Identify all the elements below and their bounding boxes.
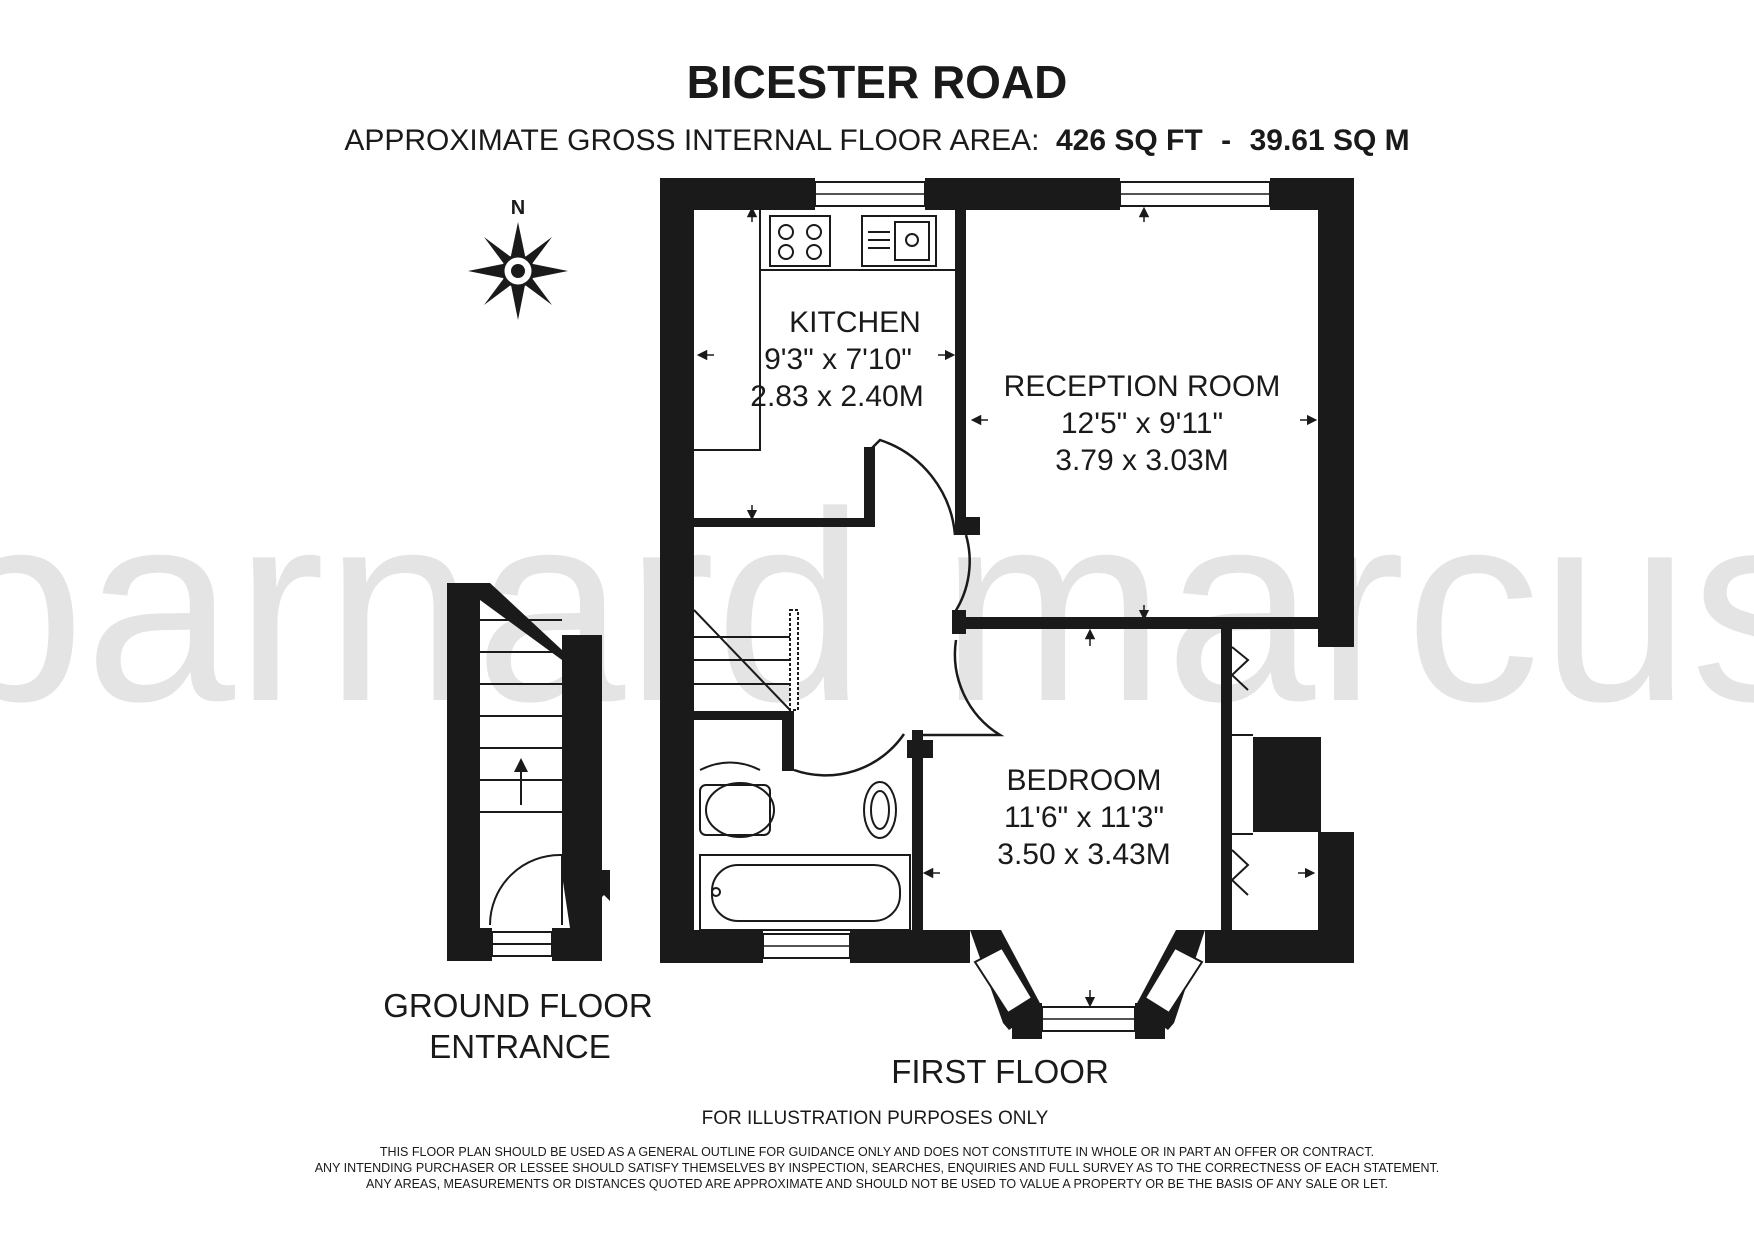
room-bedroom: BEDROOM 11'6" x 11'3" 3.50 x 3.43M [997, 764, 1170, 871]
hob-icon [769, 215, 831, 267]
disclaimer-line: ANY AREAS, MEASUREMENTS OR DISTANCES QUO… [366, 1177, 1388, 1191]
bath-icon [699, 854, 911, 931]
room-reception: RECEPTION ROOM 12'5" x 9'11" 3.79 x 3.03… [1004, 370, 1281, 477]
first-floor-walls [660, 178, 1354, 1039]
floor-area-separator: - [1221, 124, 1231, 157]
sink-icon [861, 215, 937, 267]
doors [793, 438, 1005, 777]
compass-rose-icon: N [468, 197, 568, 320]
toilet-cistern-icon [699, 784, 771, 836]
ground-floor-stairs [480, 619, 563, 926]
bathroom-fittings [699, 761, 911, 931]
basin-icon [863, 781, 897, 839]
room-dimensions-imperial: 9'3" x 7'10" [764, 343, 912, 376]
first-floor-stairs [693, 609, 799, 711]
compass-north-label: N [511, 197, 525, 219]
room-name: RECEPTION ROOM [1004, 370, 1281, 403]
kitchen-fittings [694, 210, 955, 451]
entrance-arrow-icon [570, 870, 610, 909]
floor-area-sqft: 426 SQ FT [1056, 124, 1203, 157]
page-title: BICESTER ROAD [687, 56, 1068, 108]
room-dimensions-imperial: 12'5" x 9'11" [1061, 407, 1223, 440]
first-floor-label: FIRST FLOOR [891, 1053, 1109, 1090]
room-dimensions-metric: 3.50 x 3.43M [997, 838, 1170, 871]
room-dimensions-imperial: 11'6" x 11'3" [1004, 801, 1164, 834]
room-kitchen: KITCHEN 9'3" x 7'10" 2.83 x 2.40M [750, 306, 923, 413]
toilet-icon [705, 782, 775, 838]
room-name: KITCHEN [789, 306, 921, 339]
watermark: barnard marcus [0, 457, 1754, 758]
disclaimer-line: ANY INTENDING PURCHASER OR LESSEE SHOULD… [315, 1161, 1440, 1175]
dimension-arrows [696, 206, 1318, 1008]
floor-area-line: APPROXIMATE GROSS INTERNAL FLOOR AREA: 4… [344, 124, 1409, 157]
ground-floor-label-line1: GROUND FLOOR [383, 987, 653, 1024]
ground-floor-window [491, 931, 553, 957]
room-dimensions-metric: 3.79 x 3.03M [1055, 444, 1228, 477]
room-name: BEDROOM [1006, 764, 1161, 797]
room-dimensions-metric: 2.83 x 2.40M [750, 380, 923, 413]
disclaimer-line: THIS FLOOR PLAN SHOULD BE USED AS A GENE… [380, 1145, 1374, 1159]
floor-area-label: APPROXIMATE GROSS INTERNAL FLOOR AREA: [344, 124, 1039, 157]
ground-floor-label-line2: ENTRANCE [429, 1028, 611, 1065]
first-floor-windows [762, 181, 1271, 1032]
illustration-notice: FOR ILLUSTRATION PURPOSES ONLY [702, 1108, 1049, 1129]
floor-area-sqm: 39.61 SQ M [1250, 124, 1410, 157]
wardrobes [1230, 646, 1253, 896]
window-panes [763, 193, 1270, 1020]
